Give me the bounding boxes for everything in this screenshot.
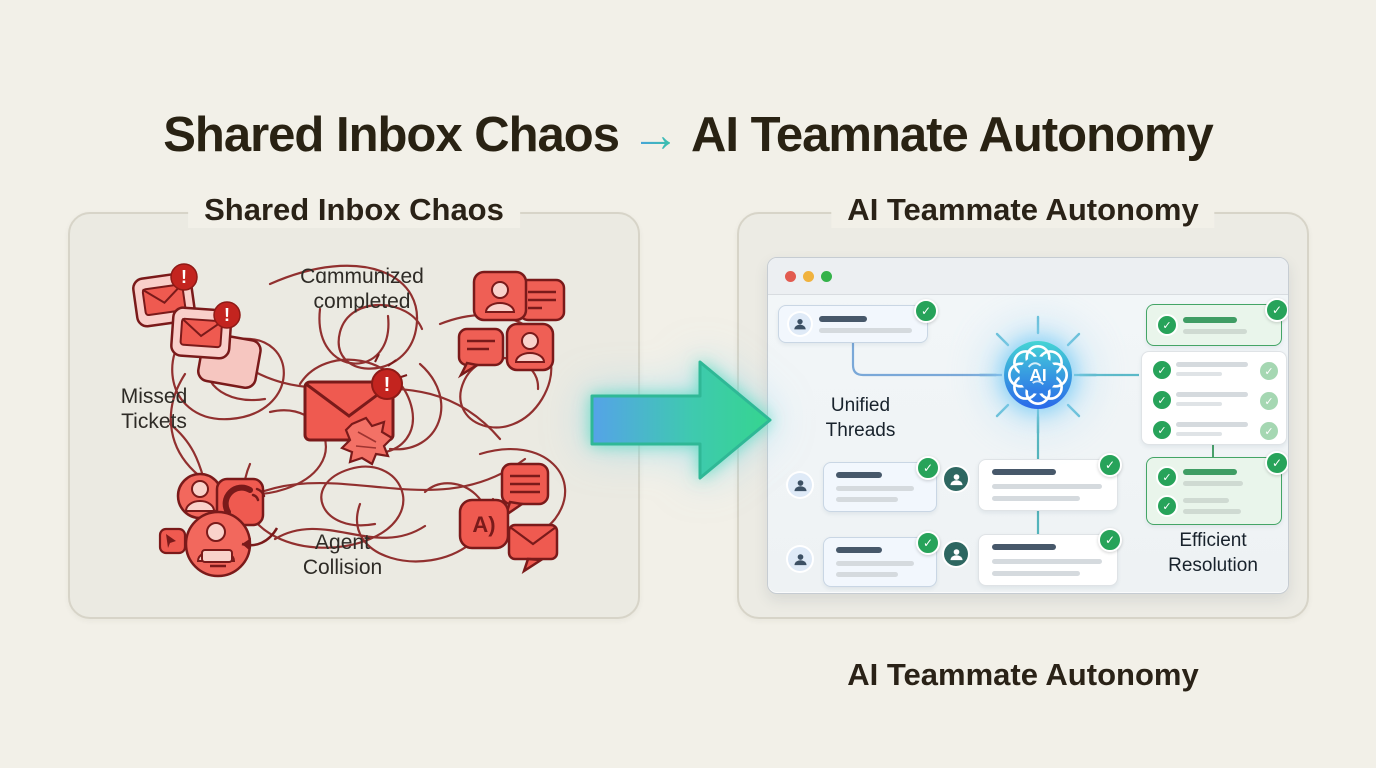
close-dot-icon: [785, 271, 796, 282]
cursor-icon: [166, 534, 176, 548]
check-icon: ✓: [1258, 390, 1280, 412]
text-line: [836, 572, 898, 577]
check-icon: ✓: [1258, 360, 1280, 382]
text-line: [992, 496, 1080, 501]
alert-badge-icon: ! !: [170, 263, 241, 329]
page-title: Shared Inbox Chaos→AI Teamnate Autonomy: [0, 107, 1376, 163]
title-right: AI Teamnate Autonomy: [690, 107, 1214, 162]
check-icon: ✓: [916, 456, 940, 480]
chaos-illustration: ! !: [132, 263, 567, 578]
text-line: [1176, 392, 1248, 397]
agents-phone-icons: [158, 472, 279, 578]
check-icon: ✓: [1151, 419, 1173, 441]
text-line: [992, 544, 1056, 550]
window-titlebar: [768, 258, 1288, 295]
transition-arrow: [590, 360, 772, 480]
text-line: [992, 469, 1056, 475]
label-efficient-resolution: Efficient Resolution: [1168, 530, 1258, 576]
label-missed-tickets: Missed Tickets: [120, 385, 188, 433]
text-line: [1176, 422, 1248, 427]
window-content: AI ✓ Unified Threads ✓: [768, 295, 1288, 592]
label-unified-threads: Unified Threads: [825, 395, 896, 441]
title-left: Shared Inbox Chaos: [163, 107, 620, 162]
alert-envelope-icon: !: [303, 353, 408, 466]
user-avatar-icon: [788, 547, 812, 571]
text-line: [992, 484, 1102, 489]
ai-brain-icon: AI: [1004, 341, 1072, 409]
text-line: [836, 472, 882, 478]
user-avatar-icon: [789, 313, 811, 335]
text-line: [1176, 432, 1222, 436]
phone-icon: [222, 484, 253, 515]
check-icon: ✓: [1258, 420, 1280, 442]
alert-glyph: !: [224, 305, 230, 325]
label-communized: Cɑmmunized completed: [300, 265, 424, 313]
maximize-dot-icon: [821, 271, 832, 282]
reply-card: [978, 459, 1118, 511]
ai-letter-glyph: A): [472, 512, 495, 537]
text-line: [819, 316, 867, 322]
user-avatar-icon: [788, 473, 812, 497]
text-line: [1176, 372, 1222, 376]
text-line: [1183, 329, 1247, 334]
text-line: [1176, 402, 1222, 406]
text-line: [992, 571, 1080, 576]
crumpled-ticket-icon: [340, 416, 394, 466]
text-line: [1183, 509, 1241, 514]
check-icon: ✓: [1156, 495, 1178, 517]
resolved-card: ✓ ✓: [1146, 457, 1282, 525]
text-line: [1183, 481, 1243, 486]
left-panel-heading: Shared Inbox Chaos: [188, 192, 520, 228]
check-icon: ✓: [1156, 314, 1178, 336]
check-icon: ✓: [1151, 389, 1173, 411]
text-line: [819, 328, 912, 333]
check-icon: ✓: [1156, 466, 1178, 488]
check-icon: ✓: [1151, 359, 1173, 381]
text-line: [836, 561, 914, 566]
hub-label: AI: [1029, 365, 1046, 385]
ai-teammate-panel: AI Teammate Autonomy: [737, 192, 1309, 619]
minimize-dot-icon: [803, 271, 814, 282]
agent-avatar-icon: [944, 542, 968, 566]
checklist-card: ✓ ✓ ✓ ✓ ✓ ✓: [1141, 351, 1287, 445]
footer-caption: AI Teammate Autonomy: [847, 657, 1199, 692]
check-icon: ✓: [1265, 298, 1288, 322]
missed-emails-icon: [132, 271, 262, 390]
right-panel-heading: AI Teammate Autonomy: [831, 192, 1215, 228]
text-line: [1183, 317, 1237, 323]
check-icon: ✓: [1098, 528, 1122, 552]
app-window: AI ✓ Unified Threads ✓: [767, 257, 1289, 594]
ai-chat-envelope-icons: A): [458, 462, 559, 574]
text-line: [836, 497, 898, 502]
ticket-card: [778, 305, 928, 343]
check-icon: ✓: [1098, 453, 1122, 477]
check-icon: ✓: [1265, 451, 1288, 475]
text-line: [992, 559, 1102, 564]
arrow-right-icon: →: [630, 107, 680, 162]
check-icon: ✓: [914, 299, 938, 323]
check-icon: ✓: [916, 531, 940, 555]
reply-card: [978, 534, 1118, 586]
alert-glyph: !: [384, 374, 391, 396]
text-line: [1176, 362, 1248, 367]
shared-inbox-chaos-panel: Shared Inbox Chaos: [68, 192, 640, 619]
alert-glyph: !: [181, 267, 187, 287]
text-line: [836, 547, 882, 553]
text-line: [1183, 469, 1237, 475]
agent-avatar-icon: [944, 467, 968, 491]
team-chat-icons: [457, 270, 566, 379]
label-agent-collision: Agent Collision: [302, 531, 383, 579]
text-line: [836, 486, 914, 491]
text-line: [1183, 498, 1229, 503]
resolved-card: ✓: [1146, 304, 1282, 346]
